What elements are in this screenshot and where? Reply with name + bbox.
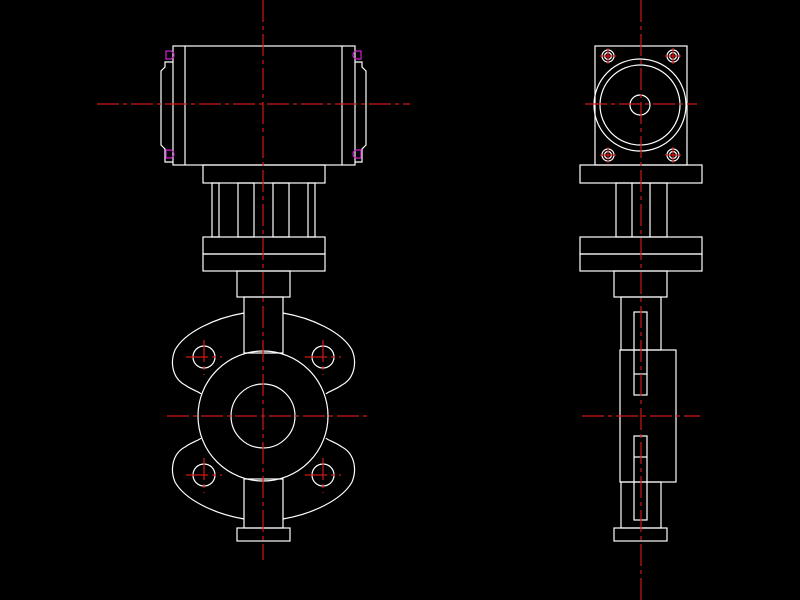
side-view xyxy=(579,0,703,600)
front-centerlines xyxy=(97,0,410,560)
bracket xyxy=(202,164,326,298)
end-cap-screw-icon xyxy=(165,50,175,159)
front-view xyxy=(97,0,410,560)
side-centerlines xyxy=(582,0,700,600)
valve-body-side xyxy=(613,296,677,542)
